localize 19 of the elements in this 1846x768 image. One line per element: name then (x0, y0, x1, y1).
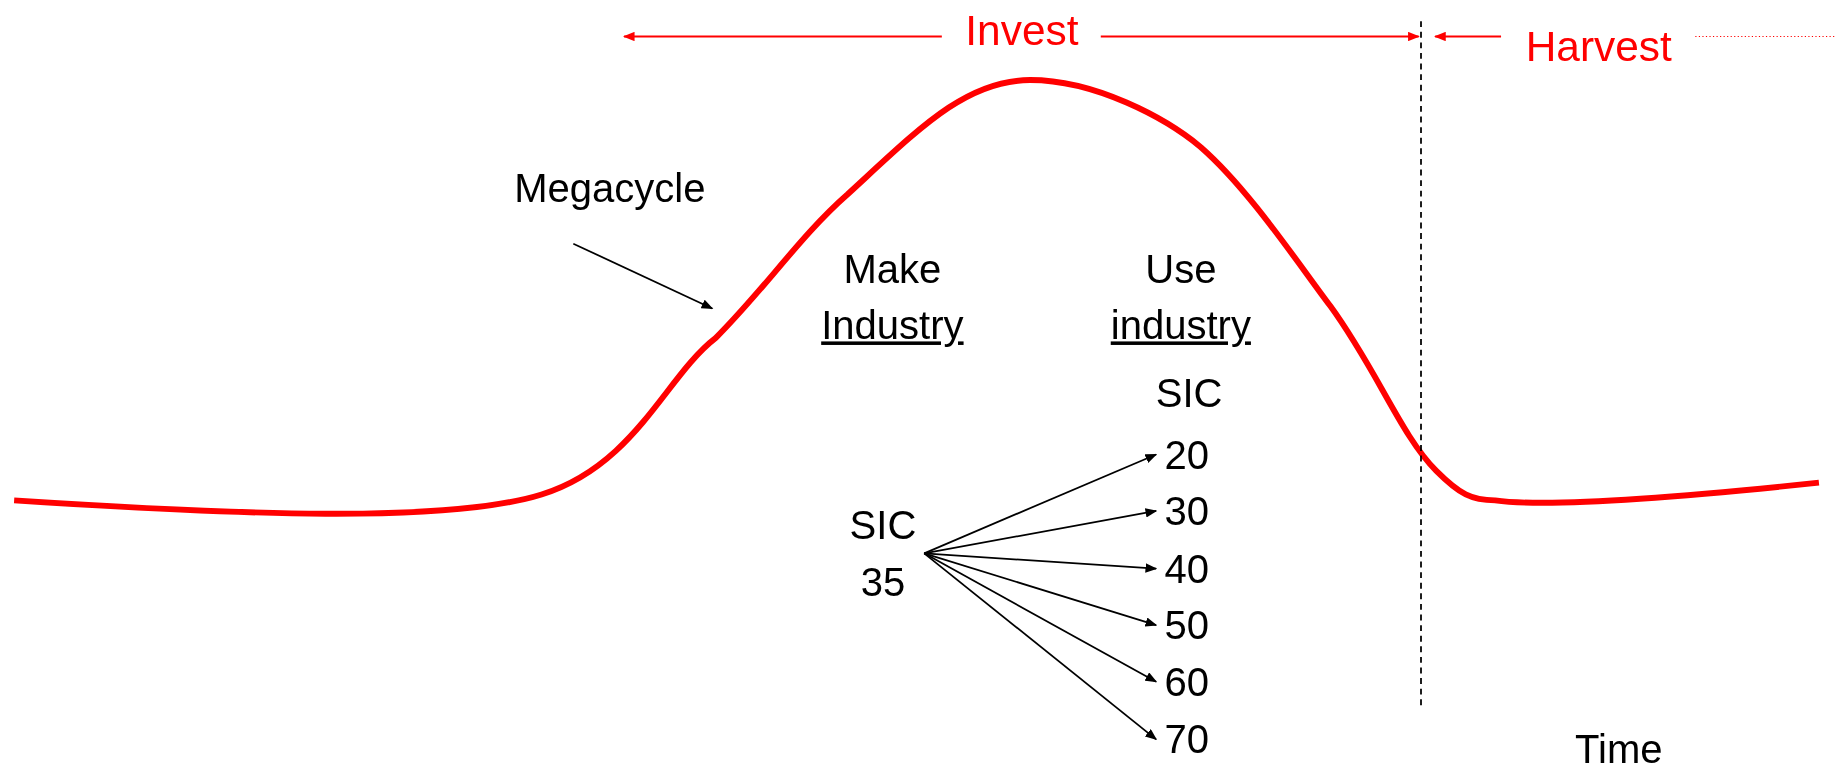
code-label: 40 (1153, 540, 1220, 597)
arrow (923, 552, 1158, 741)
code-heading: SIC (1154, 369, 1224, 418)
phase-label: Invest (964, 4, 1080, 57)
industry-heading: Use industry (1109, 245, 1252, 350)
code-label: 30 (1153, 482, 1220, 540)
arrow (923, 508, 1158, 555)
callout-label: Megacycle (492, 160, 728, 217)
industry-heading: Make Industry (820, 245, 965, 350)
code-label: 60 (1153, 653, 1220, 710)
code-label: 20 (1153, 426, 1220, 483)
code-label: 50 (1153, 596, 1220, 654)
arrow (923, 453, 1158, 555)
code-label: 70 (1153, 711, 1220, 768)
axis-label: Time (1574, 725, 1664, 768)
phase-label: Harvest (1524, 21, 1673, 73)
leader-line (572, 242, 714, 310)
code-label: SIC 35 (841, 496, 925, 610)
arrow (923, 552, 1158, 627)
